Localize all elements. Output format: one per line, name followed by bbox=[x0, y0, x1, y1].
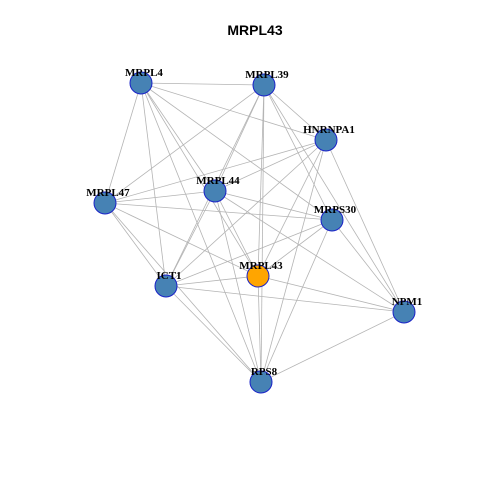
node-label-mrpl39: MRPL39 bbox=[245, 69, 289, 81]
edge-mrpl39-hnrnpa1 bbox=[263, 84, 327, 141]
edge-mrpl47-mrps30 bbox=[104, 202, 333, 221]
edge-mrpl44-npm1 bbox=[214, 190, 405, 313]
node-mrpl47[interactable] bbox=[93, 191, 117, 215]
edge-mrpl43-npm1 bbox=[257, 275, 405, 313]
edge-mrpl47-rps8 bbox=[104, 202, 262, 383]
edge-mrpl4-mrpl44 bbox=[140, 82, 216, 192]
node-mrpl39[interactable] bbox=[252, 73, 276, 97]
edge-hnrnpa1-npm1 bbox=[325, 139, 405, 313]
edge-mrpl4-hnrnpa1 bbox=[140, 82, 327, 141]
node-hnrnpa1[interactable] bbox=[314, 128, 338, 152]
node-mrpl4[interactable] bbox=[129, 71, 153, 95]
label-layer: MRPL4 MRPL39HNRNPA1MRPL44MRPL47MRPS30MRPL… bbox=[86, 67, 422, 378]
edge-mrps30-rps8 bbox=[260, 219, 333, 383]
edge-mrpl47-ict1 bbox=[104, 202, 167, 287]
edge-mrpl4-ict1 bbox=[140, 82, 167, 287]
edge-npm1-rps8 bbox=[260, 311, 405, 383]
node-label-mrps30: MRPS30 bbox=[314, 204, 357, 216]
edge-hnrnpa1-ict1 bbox=[165, 139, 327, 287]
node-label-ict1: ICT1 bbox=[156, 270, 181, 282]
node-rps8[interactable] bbox=[249, 370, 273, 394]
edge-mrps30-ict1 bbox=[165, 219, 333, 287]
edge-mrpl44-mrpl43 bbox=[214, 190, 259, 277]
edge-ict1-rps8 bbox=[165, 285, 262, 383]
edge-hnrnpa1-mrpl47 bbox=[104, 139, 327, 204]
edge-mrpl4-mrpl47 bbox=[104, 82, 142, 204]
edge-mrpl47-mrpl43 bbox=[104, 202, 259, 277]
edge-mrpl44-mrpl47 bbox=[104, 190, 216, 204]
node-label-rps8: RPS8 bbox=[251, 366, 278, 378]
edge-mrpl4-mrps30 bbox=[140, 82, 333, 221]
node-layer bbox=[93, 71, 416, 394]
edge-mrpl39-mrpl47 bbox=[104, 84, 265, 204]
edge-hnrnpa1-mrpl44 bbox=[214, 139, 327, 192]
node-label-npm1: NPM1 bbox=[392, 296, 423, 308]
edge-mrpl44-mrps30 bbox=[214, 190, 333, 221]
edge-mrps30-npm1 bbox=[331, 219, 405, 313]
node-label-mrpl43: MRPL43 bbox=[239, 260, 283, 272]
edge-layer bbox=[104, 82, 405, 383]
node-label-mrpl44: MRPL44 bbox=[196, 175, 240, 187]
node-mrpl44[interactable] bbox=[203, 179, 227, 203]
edge-hnrnpa1-mrpl43 bbox=[257, 139, 327, 277]
edge-hnrnpa1-rps8 bbox=[260, 139, 327, 383]
edge-mrpl44-rps8 bbox=[214, 190, 262, 383]
node-npm1[interactable] bbox=[392, 300, 416, 324]
edge-mrpl44-ict1 bbox=[165, 190, 216, 287]
edge-mrpl39-rps8 bbox=[260, 84, 265, 383]
edge-mrpl39-npm1 bbox=[263, 84, 405, 313]
edge-mrpl39-mrpl43 bbox=[257, 84, 265, 277]
node-label-mrpl4: MRPL4 bbox=[125, 67, 163, 79]
node-ict1[interactable] bbox=[154, 274, 178, 298]
node-label-mrpl47: MRPL47 bbox=[86, 187, 130, 199]
edge-ict1-mrpl43 bbox=[165, 275, 259, 287]
edge-mrpl4-mrpl43 bbox=[140, 82, 259, 277]
edge-mrpl4-mrpl39 bbox=[140, 82, 265, 86]
node-mrps30[interactable] bbox=[320, 208, 344, 232]
graph-title: MRPL43 bbox=[227, 22, 282, 38]
edge-mrpl39-mrpl44 bbox=[214, 84, 265, 192]
edge-ict1-npm1 bbox=[165, 285, 405, 313]
edge-mrps30-mrpl43 bbox=[257, 219, 333, 277]
node-label-hnrnpa1: HNRNPA1 bbox=[303, 124, 355, 136]
edge-mrpl4-rps8 bbox=[140, 82, 262, 383]
node-mrpl43[interactable] bbox=[246, 264, 270, 288]
edge-mrpl43-rps8 bbox=[257, 275, 262, 383]
